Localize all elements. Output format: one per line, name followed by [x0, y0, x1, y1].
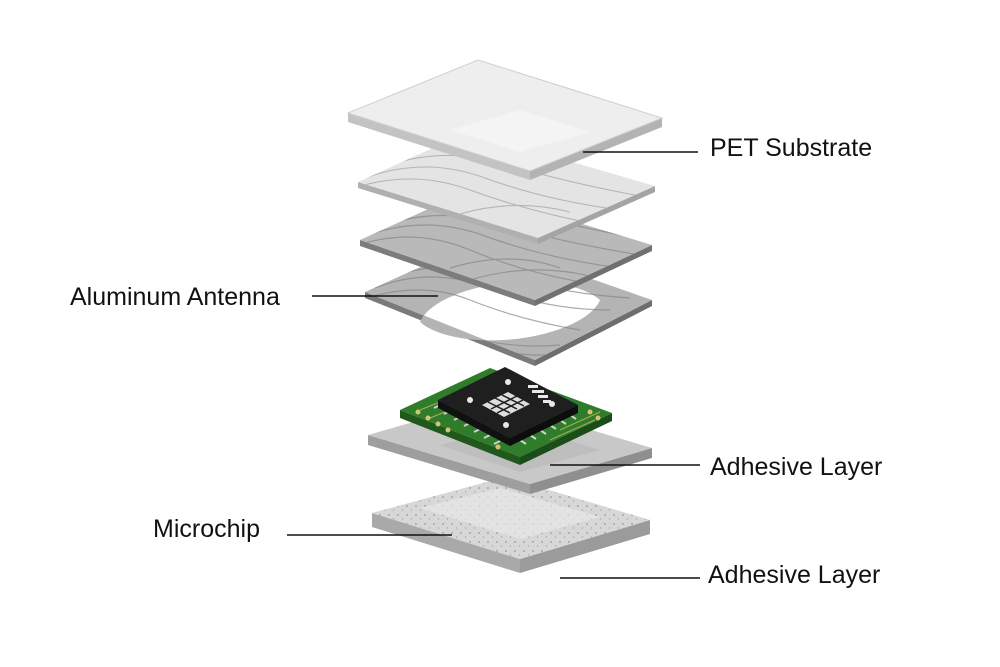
- label-microchip: Microchip: [153, 515, 260, 543]
- label-adhesive-layer-lower: Adhesive Layer: [708, 561, 881, 589]
- antenna-layer-middle: [360, 190, 652, 306]
- antenna-pattern-film: [358, 132, 655, 244]
- bottom-adhesive-layer: [372, 477, 650, 573]
- pet-substrate-layer: [346, 59, 664, 180]
- label-aluminum-antenna: Aluminum Antenna: [70, 283, 280, 311]
- leader-lines: [287, 151, 700, 579]
- label-pet-substrate: PET Substrate: [710, 134, 873, 162]
- microchip-body: [433, 367, 578, 446]
- label-adhesive-layer-upper: Adhesive Layer: [710, 453, 883, 481]
